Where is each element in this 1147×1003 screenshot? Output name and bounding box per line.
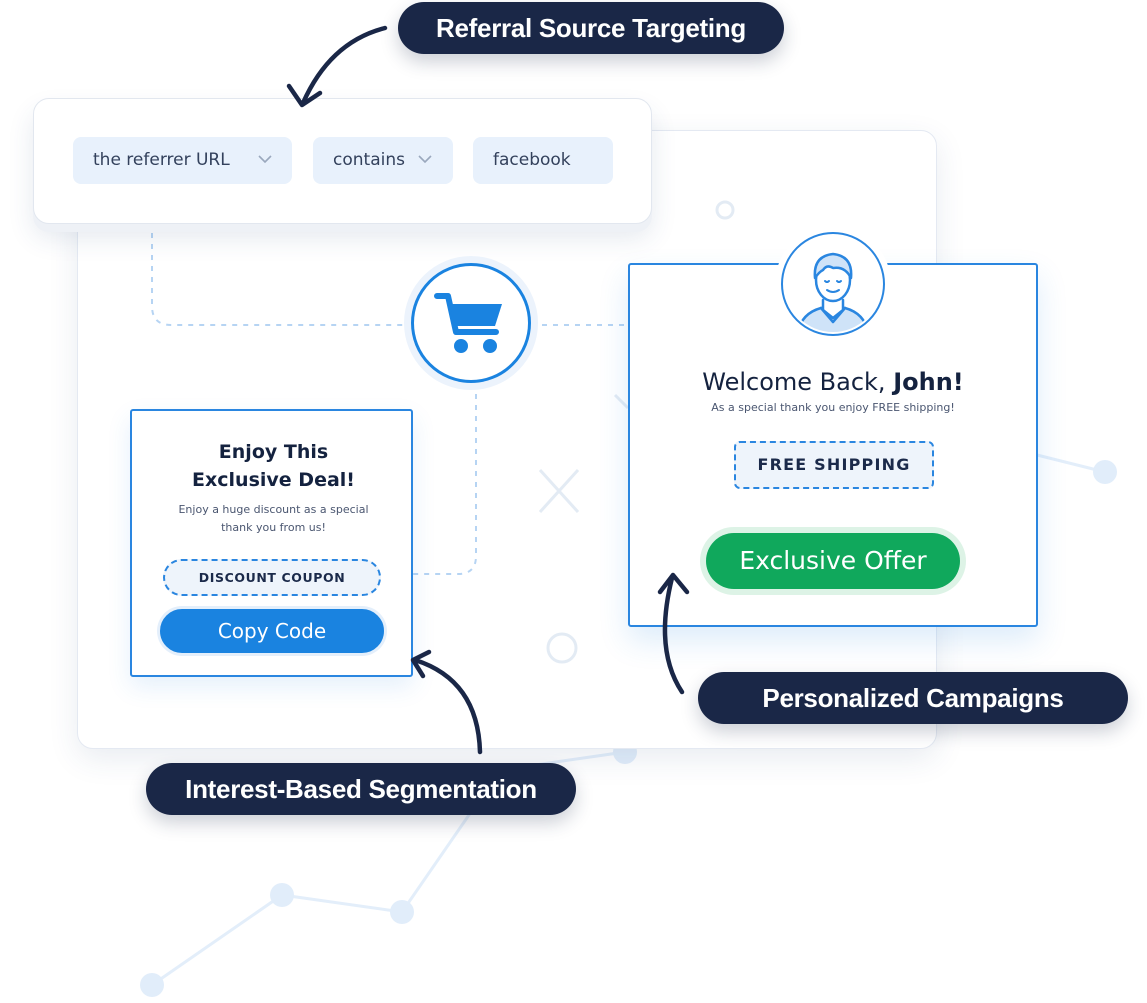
deal-title-line2: Exclusive Deal! [192,469,355,491]
curved-arrow-icon [412,657,483,755]
cart-icon [434,293,502,353]
welcome-title-prefix: Welcome Back, [702,368,894,396]
user-avatar-icon [795,252,871,332]
curved-arrow-icon [300,25,388,106]
filter-value-input[interactable]: facebook [473,137,613,184]
referral-source-label: Referral Source Targeting [398,2,784,54]
deal-subtitle-line2: thank you from us! [221,521,326,534]
filter-field-label: the referrer URL [93,150,230,170]
filter-operator-select[interactable]: contains [313,137,453,184]
filter-value-label: facebook [493,150,571,170]
avatar [781,232,885,336]
welcome-title: Welcome Back, John! [630,368,1036,396]
cart-node [411,263,531,383]
deal-subtitle-line1: Enjoy a huge discount as a special [178,503,369,516]
discount-coupon-field[interactable]: DISCOUNT COUPON [163,559,381,596]
chevron-down-icon [418,155,432,164]
welcome-title-name: John! [893,368,964,396]
curved-arrow-icon [662,575,685,695]
welcome-subtitle: As a special thank you enjoy FREE shippi… [711,401,955,414]
referrer-filter-bar: the referrer URL contains facebook [33,98,652,224]
free-shipping-coupon[interactable]: FREE SHIPPING [734,441,934,489]
interest-segmentation-label: Interest-Based Segmentation [146,763,576,815]
personalized-campaigns-label: Personalized Campaigns [698,672,1128,724]
exclusive-offer-button[interactable]: Exclusive Offer [706,533,960,589]
copy-code-button[interactable]: Copy Code [160,609,384,653]
deal-title-line1: Enjoy This [218,441,329,463]
filter-operator-label: contains [333,150,405,170]
filter-field-select[interactable]: the referrer URL [73,137,292,184]
chevron-down-icon [258,155,272,164]
exclusive-deal-popup: Enjoy This Exclusive Deal! Enjoy a huge … [130,409,413,677]
